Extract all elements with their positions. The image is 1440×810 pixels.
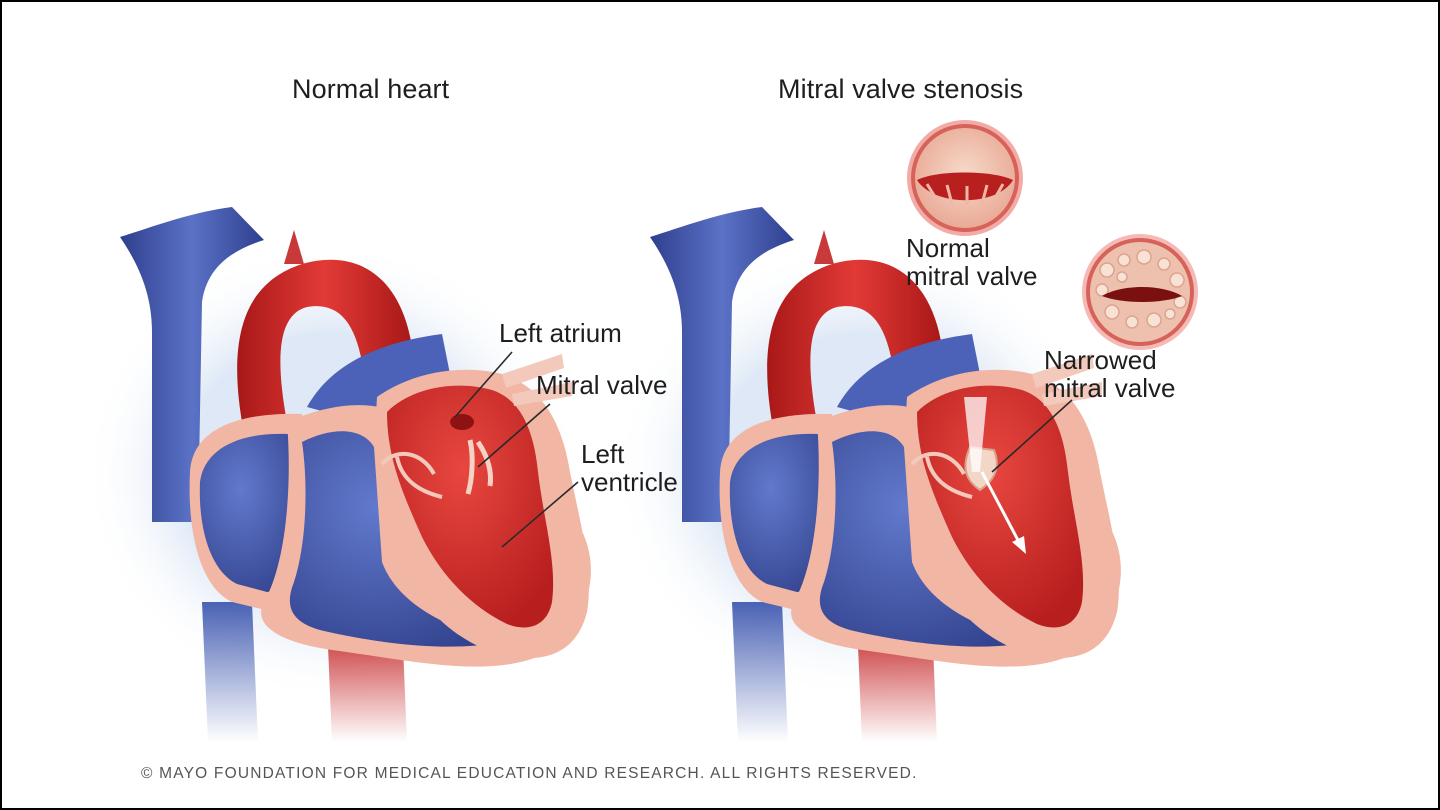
leader-mitral-valve xyxy=(477,403,551,468)
leader-left-ventricle xyxy=(501,481,579,548)
normal-valve-inset xyxy=(907,120,1023,236)
label-normal-mitral-valve-line2: mitral valve xyxy=(906,261,1038,291)
left-atrium-opening xyxy=(450,414,474,430)
normal-heart-title: Normal heart xyxy=(292,74,450,104)
label-narrowed-mitral-valve: Narrowed mitral valve xyxy=(1044,346,1175,402)
label-normal-mitral-valve-line1: Normal xyxy=(906,233,990,263)
leader-lines xyxy=(454,351,1073,548)
label-left-ventricle-line1: Left xyxy=(581,439,625,469)
copyright-notice: © MAYO FOUNDATION FOR MEDICAL EDUCATION … xyxy=(141,765,918,782)
label-left-atrium: Left atrium xyxy=(499,318,622,348)
stenosis-title: Mitral valve stenosis xyxy=(778,74,1024,104)
label-narrowed-mitral-valve-line1: Narrowed xyxy=(1044,345,1157,375)
label-mitral-valve: Mitral valve xyxy=(536,370,668,400)
label-left-ventricle: Left ventricle xyxy=(581,440,678,496)
narrowed-valve-inset xyxy=(1082,234,1198,350)
label-left-ventricle-line2: ventricle xyxy=(581,467,678,497)
flow-arrow-head xyxy=(1012,536,1026,554)
flow-arrow-shaft xyxy=(980,471,1022,545)
stenosis-heart-illustration xyxy=(610,205,1123,744)
normal-mitral-valve xyxy=(465,439,493,495)
leader-narrowed-valve xyxy=(991,399,1073,473)
label-normal-mitral-valve: Normal mitral valve xyxy=(906,234,1037,290)
label-narrowed-mitral-valve-line2: mitral valve xyxy=(1044,373,1176,403)
flow-jet xyxy=(964,397,987,472)
leader-left-atrium xyxy=(454,351,513,418)
normal-heart-illustration xyxy=(80,205,593,744)
